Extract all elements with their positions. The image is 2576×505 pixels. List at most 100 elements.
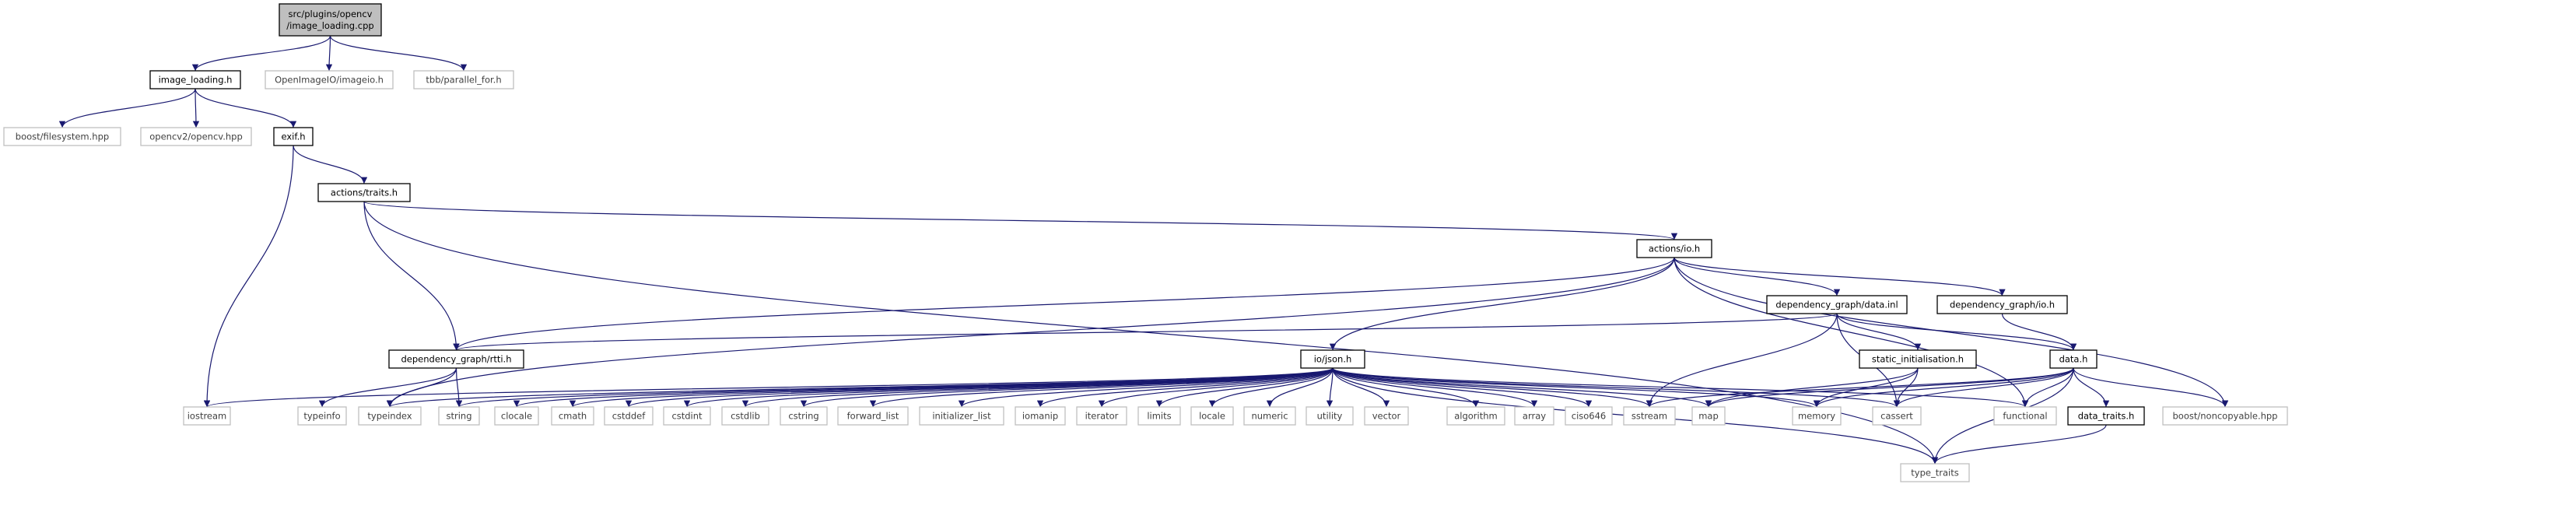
node-typeinfo: typeinfo xyxy=(297,406,347,426)
node-cstdlib: cstdlib xyxy=(721,406,769,426)
edge-dg_data_inl-to-data_h xyxy=(1836,313,2077,351)
node-boost-noncopyable: boost/noncopyable.hpp xyxy=(2162,406,2288,426)
edge-actions_io-to-boost_noncopyable xyxy=(1674,257,2229,408)
node-limits: limits xyxy=(1137,406,1181,426)
edge-actions_io-to-dg_data_inl xyxy=(1674,257,1841,296)
node-data-h[interactable]: data.h xyxy=(2049,349,2098,369)
node-label: clocale xyxy=(501,411,532,422)
node-label: locale xyxy=(1199,411,1225,422)
node-label: type_traits xyxy=(1911,468,1958,479)
node-actions-io[interactable]: actions/io.h xyxy=(1636,239,1712,258)
node-label: OpenImageIO/imageio.h xyxy=(275,75,384,86)
edge-dg_rtti_h-to-typeinfo xyxy=(318,367,457,408)
edge-actions_traits-to-actions_io xyxy=(363,201,1677,240)
edge-io_json_h-to-memory xyxy=(1332,367,1820,408)
node-label: initializer_list xyxy=(932,411,991,422)
node-box xyxy=(2067,406,2145,426)
edge-actions_io-to-typeindex xyxy=(386,257,1675,408)
node-box xyxy=(1623,406,1676,426)
node-box xyxy=(2162,406,2288,426)
node-exif-h[interactable]: exif.h xyxy=(273,127,314,146)
edge-io_json_h-to-limits xyxy=(1155,367,1334,408)
edge-dg_rtti_h-to-string xyxy=(455,367,463,408)
node-label: cassert xyxy=(1880,411,1913,422)
edge-io_json_h-to-functional xyxy=(1332,367,2028,408)
node-boost-filesystem: boost/filesystem.hpp xyxy=(3,127,121,146)
node-label: cstdlib xyxy=(731,411,760,422)
node-box xyxy=(265,70,394,89)
edge-io_json_h-to-numeric xyxy=(1266,367,1334,408)
node-label: algorithm xyxy=(1454,411,1498,422)
node-label: sstream xyxy=(1631,411,1667,422)
node-label: forward_list xyxy=(847,411,899,422)
node-box xyxy=(1691,406,1726,426)
node-label: utility xyxy=(1317,411,1343,422)
edge-io_json_h-to-clocale xyxy=(513,367,1334,408)
node-label: dependency_graph/rtti.h xyxy=(401,354,511,365)
node-box xyxy=(279,3,382,37)
edge-io_json_h-to-utility xyxy=(1326,367,1334,408)
edge-io_json_h-to-iterator xyxy=(1098,367,1334,408)
node-locale: locale xyxy=(1190,406,1234,426)
node-box xyxy=(358,406,422,426)
node-dg-io-h[interactable]: dependency_graph/io.h xyxy=(1936,295,2068,314)
node-label: memory xyxy=(1798,411,1835,422)
node-iterator: iterator xyxy=(1076,406,1127,426)
edge-io_json_h-to-cstddef xyxy=(626,367,1334,408)
node-numeric: numeric xyxy=(1243,406,1296,426)
node-label: typeinfo xyxy=(303,411,340,422)
node-box xyxy=(1936,295,2068,314)
node-type-traits: type_traits xyxy=(1900,463,1970,482)
edge-root-to-openimageio xyxy=(325,35,333,72)
node-box xyxy=(919,406,1004,426)
node-box xyxy=(1364,406,1409,426)
node-cmath: cmath xyxy=(551,406,594,426)
node-static-init-h[interactable]: static_initialisation.h xyxy=(1859,349,1977,369)
node-label: src/plugins/opencv xyxy=(289,9,373,19)
edge-io_json_h-to-array xyxy=(1332,367,1538,408)
node-label: vector xyxy=(1372,411,1401,422)
node-box xyxy=(297,406,347,426)
node-root[interactable]: src/plugins/opencv/image_loading.cpp xyxy=(279,3,382,37)
node-label: numeric xyxy=(1251,411,1288,422)
node-initializer-list: initializer_list xyxy=(919,406,1004,426)
node-label: iomanip xyxy=(1022,411,1058,422)
edge-data_h-to-functional xyxy=(2021,367,2074,408)
node-ciso646: ciso646 xyxy=(1565,406,1613,426)
edge-image_loading_h-to-exif_h xyxy=(195,88,297,128)
edge-io_json_h-to-locale xyxy=(1208,367,1334,408)
node-box xyxy=(1190,406,1234,426)
node-openimageio: OpenImageIO/imageio.h xyxy=(265,70,394,89)
node-box xyxy=(1514,406,1554,426)
node-tbb-parallel-for: tbb/parallel_for.h xyxy=(413,70,514,89)
node-box xyxy=(1243,406,1296,426)
edge-actions_io-to-functional xyxy=(1674,257,2029,408)
node-label: cstddef xyxy=(612,411,646,422)
edge-dg_io_h-to-data_h xyxy=(2001,313,2077,351)
node-io-json-h[interactable]: io/json.h xyxy=(1300,349,1365,369)
edge-data_h-to-map xyxy=(1705,367,2074,408)
node-clocale: clocale xyxy=(494,406,539,426)
node-box xyxy=(317,183,411,202)
edge-io_json_h-to-cstring xyxy=(801,367,1334,408)
node-box xyxy=(1076,406,1127,426)
node-box xyxy=(837,406,909,426)
node-label: actions/traits.h xyxy=(331,188,398,198)
node-label: array xyxy=(1523,411,1546,422)
edge-io_json_h-to-iostream xyxy=(204,367,1334,408)
node-functional: functional xyxy=(1993,406,2057,426)
node-dg-rtti-h[interactable]: dependency_graph/rtti.h xyxy=(388,349,524,369)
node-box xyxy=(1015,406,1066,426)
node-image-loading-h[interactable]: image_loading.h xyxy=(149,70,241,89)
edge-image_loading_h-to-opencv2_opencv xyxy=(192,88,200,128)
node-box xyxy=(1766,295,1908,314)
node-data-traits-h[interactable]: data_traits.h xyxy=(2067,406,2145,426)
node-label: iostream xyxy=(188,411,227,422)
edge-image_loading_h-to-boost_filesystem xyxy=(58,88,196,128)
node-label: cstring xyxy=(788,411,818,422)
node-dg-data-inl[interactable]: dependency_graph/data.inl xyxy=(1766,295,1908,314)
node-box xyxy=(551,406,594,426)
node-actions-traits[interactable]: actions/traits.h xyxy=(317,183,411,202)
node-label: static_initialisation.h xyxy=(1872,354,1964,365)
edge-dg_data_inl-to-sstream xyxy=(1645,313,1838,408)
